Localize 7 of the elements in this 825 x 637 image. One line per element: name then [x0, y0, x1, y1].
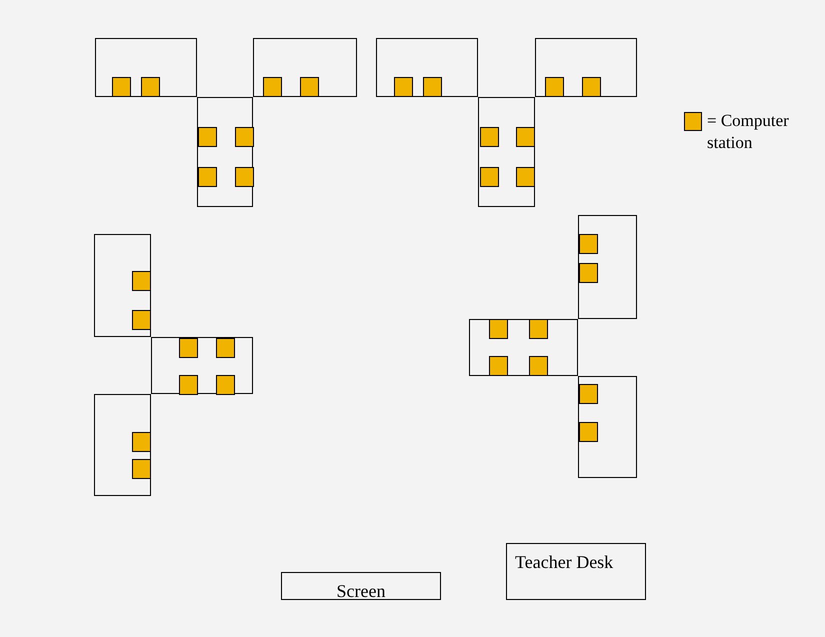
desk-label: Screen	[336, 581, 386, 602]
legend-label: = Computer station	[707, 110, 790, 154]
table	[578, 376, 637, 478]
screen	[281, 572, 441, 600]
desk-label: Teacher Desk	[515, 552, 614, 573]
table	[578, 215, 637, 319]
teacher-desk	[506, 543, 646, 600]
